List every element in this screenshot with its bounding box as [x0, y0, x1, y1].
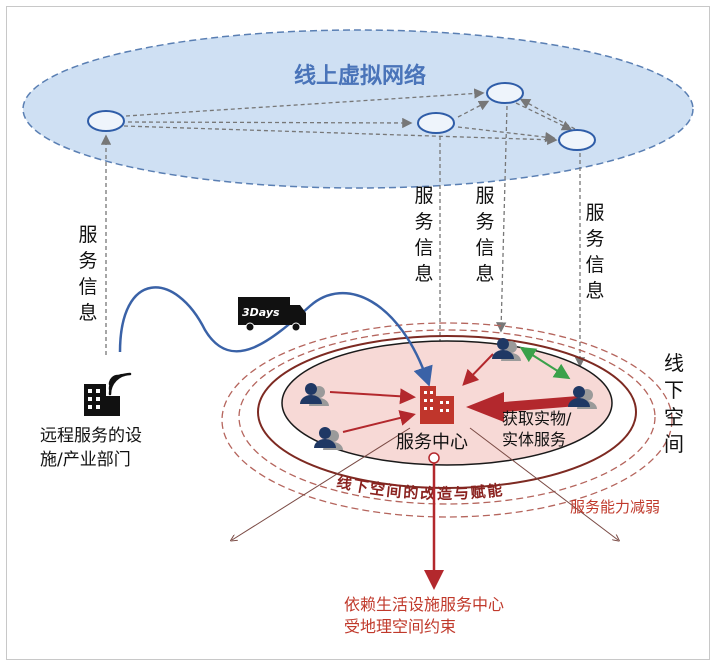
- constraint-line1: 依赖生活设施服务中心: [344, 595, 505, 614]
- offline-space-label: 线下空间: [664, 351, 684, 456]
- constraint-line2: 受地理空间约束: [344, 617, 457, 636]
- user-icon-right-bottom: [568, 386, 597, 409]
- truck-text: 3Days: [242, 306, 280, 319]
- physical-service-line1: 获取实物/: [502, 409, 572, 428]
- remote-facility-line2: 施/产业部门: [40, 450, 131, 470]
- transform-arc-text: 线下空间的改造与赋能: [335, 473, 505, 503]
- user-arrows: [329, 353, 494, 433]
- big-arrow: [466, 392, 578, 422]
- online-network-title: 线上虚拟网络: [293, 64, 426, 89]
- user-icon-right-top: [492, 338, 521, 361]
- online-network-ellipse: [22, 29, 694, 189]
- service-center-icon: [420, 386, 454, 424]
- service-info-label-user-a: 服务信息: [475, 185, 495, 285]
- network-node-remote: [87, 110, 125, 132]
- network-links: [123, 88, 576, 333]
- service-info-label-user-b: 服务信息: [585, 202, 605, 302]
- figure-frame: [6, 6, 710, 660]
- network-nodes: [87, 82, 596, 151]
- service-info-label-center: 服务信息: [414, 185, 434, 285]
- remote-facility-line1: 远程服务的设: [40, 426, 142, 446]
- radial-arrows: [232, 427, 618, 540]
- remote-building-icon: [84, 384, 120, 416]
- service-weakening-label: 服务能力减弱: [570, 498, 661, 516]
- physical-service-label: 获取实物/ 实体服务: [502, 408, 571, 450]
- center-anchor: [428, 452, 440, 464]
- service-info-label-remote: 服务信息: [78, 224, 98, 324]
- service-center-label: 服务中心: [396, 432, 468, 453]
- user-icon-left-bottom: [314, 427, 343, 450]
- network-node-user-b: [558, 129, 596, 151]
- remote-cable: [118, 286, 433, 387]
- user-icon-left-top: [300, 383, 329, 406]
- wifi-icon: [108, 372, 132, 396]
- offline-rings: [221, 322, 673, 518]
- remote-facility-label: 远程服务的设 施/产业部门: [40, 424, 142, 472]
- constraint-label: 依赖生活设施服务中心 受地理空间约束: [344, 594, 504, 638]
- physical-service-line2: 实体服务: [502, 430, 567, 449]
- truck-icon: 3Days: [238, 297, 306, 332]
- green-link: [519, 346, 571, 380]
- network-node-center: [417, 112, 455, 134]
- network-node-user-a: [486, 82, 524, 104]
